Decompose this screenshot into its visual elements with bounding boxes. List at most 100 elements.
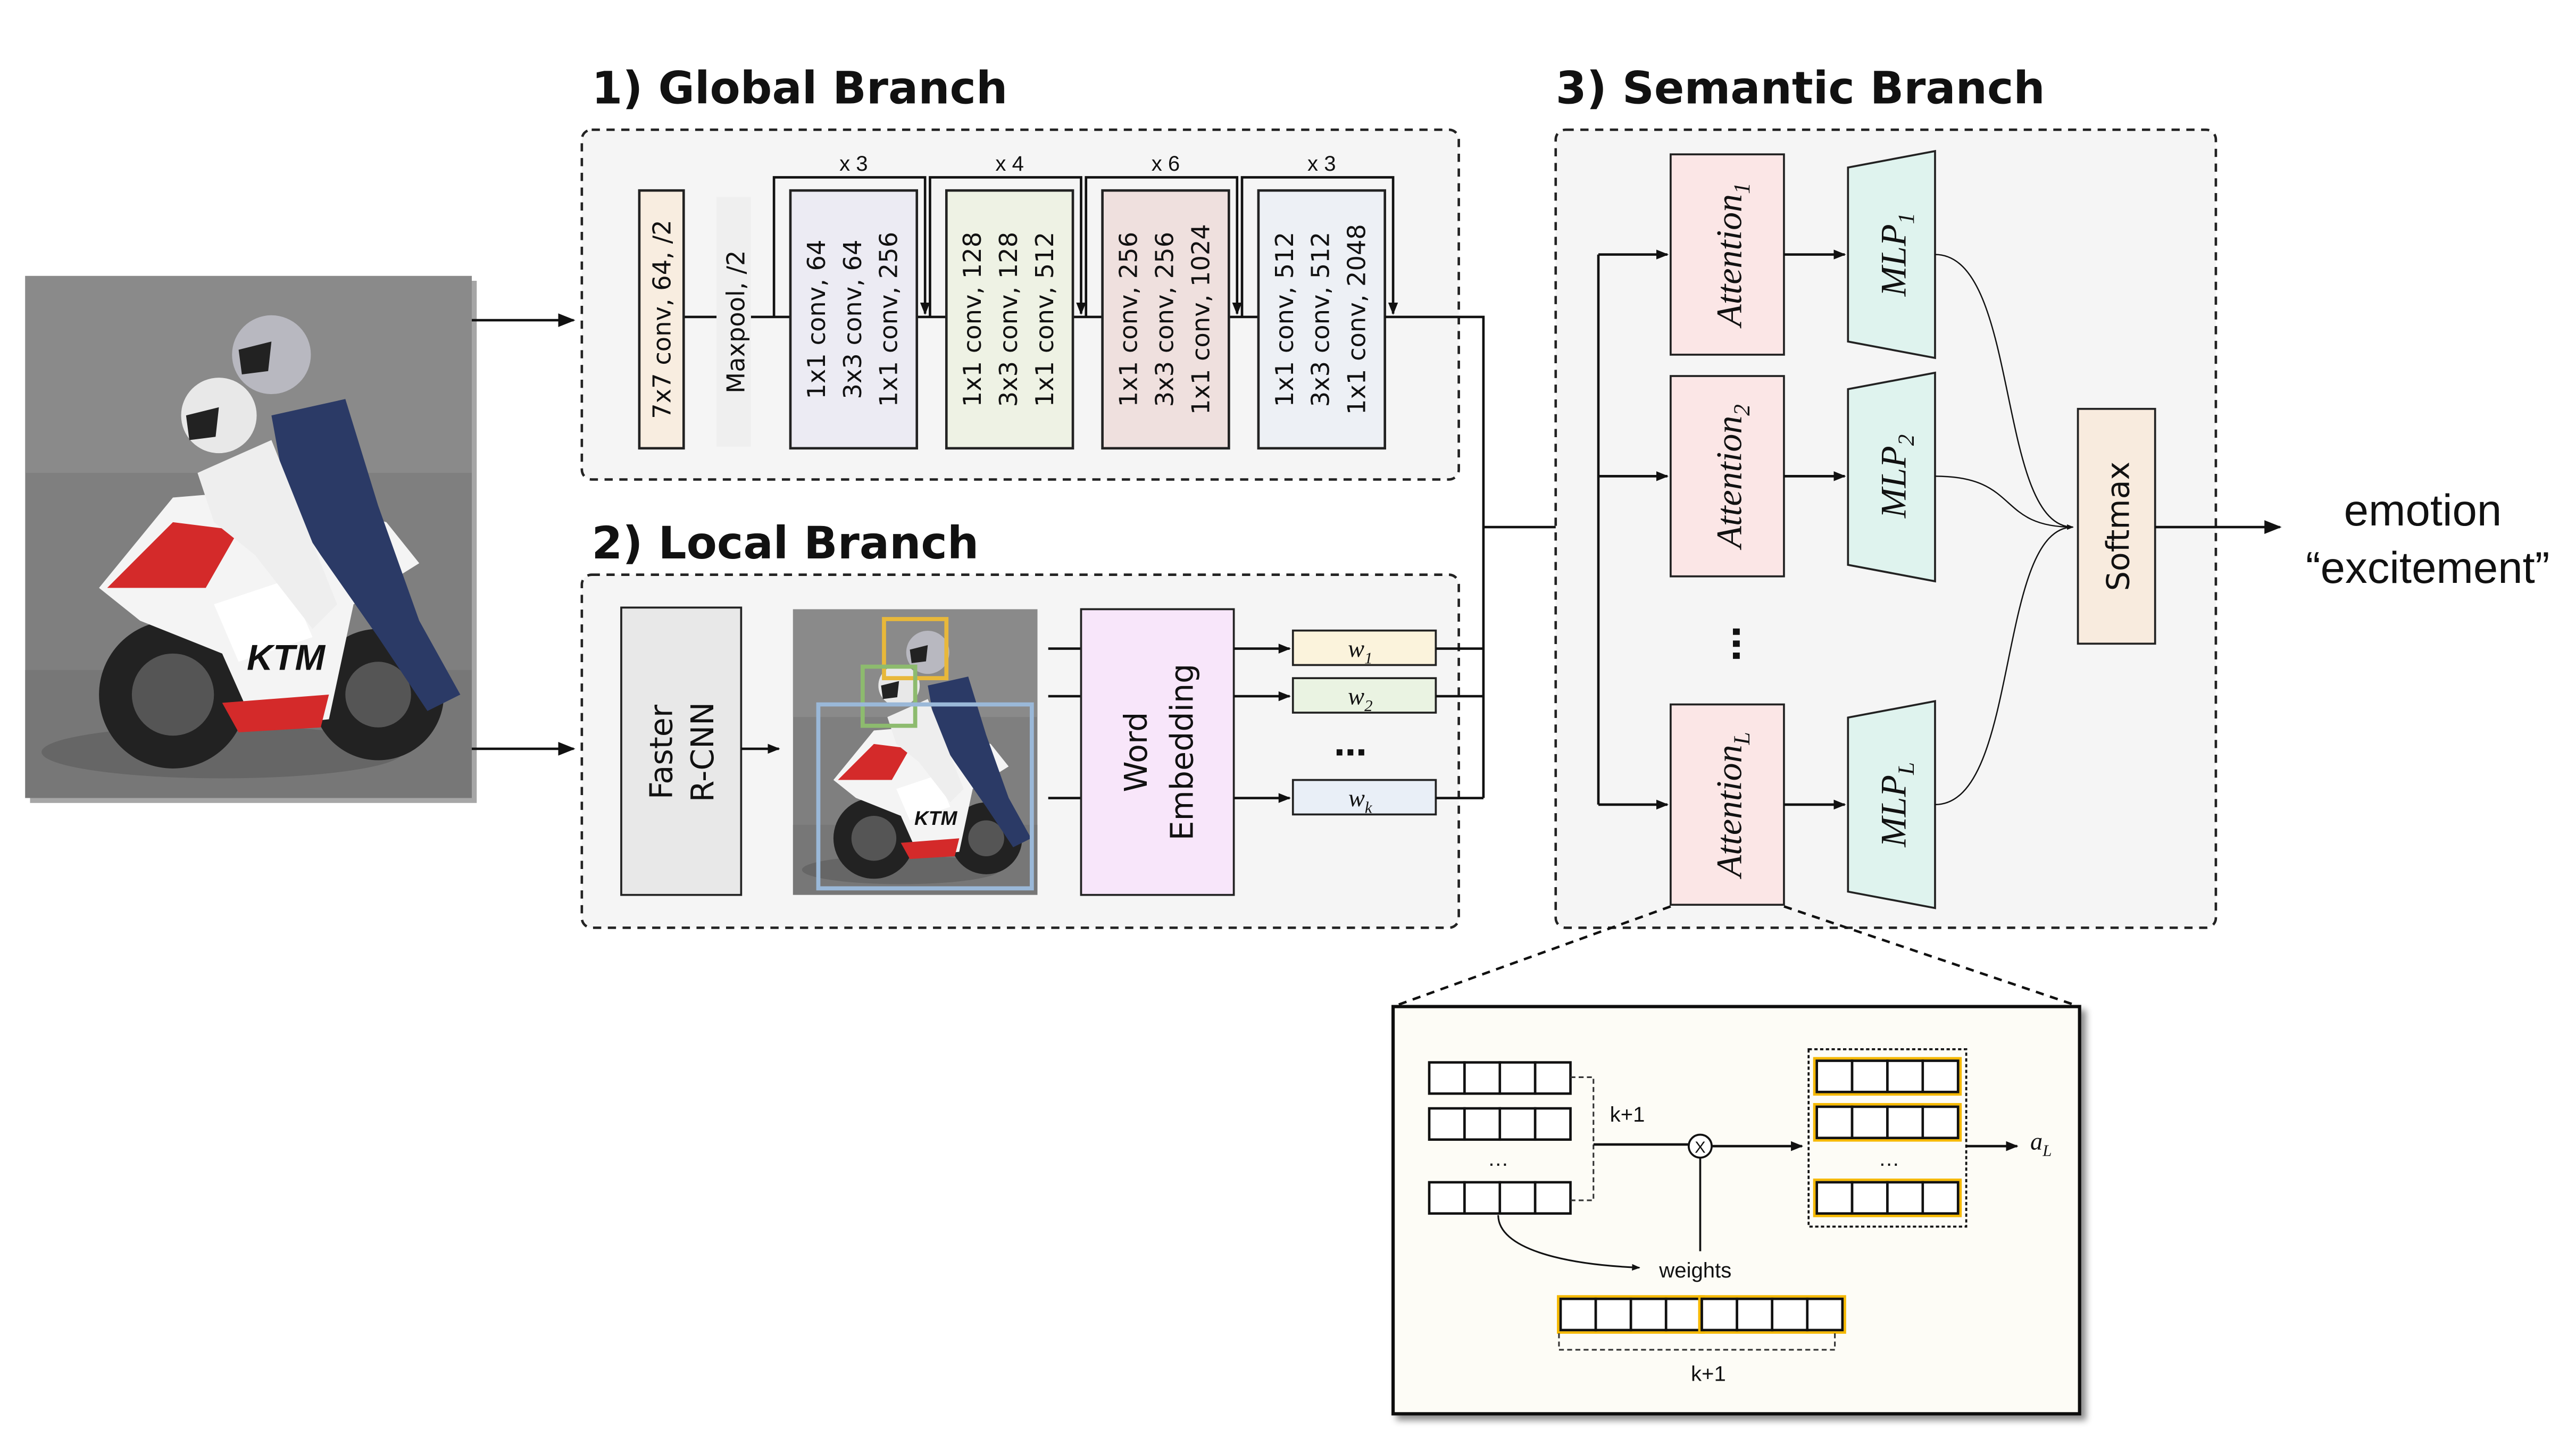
output-ellipsis: …: [1878, 1147, 1899, 1171]
stage-layer-label: 1x1 conv, 64: [802, 240, 831, 399]
k1-top-label: k+1: [1610, 1102, 1645, 1126]
region-box-green: [860, 664, 918, 728]
stage-layer-label: 3x3 conv, 128: [994, 232, 1023, 407]
vector-cell: [1498, 1061, 1537, 1095]
stage-repeat-label: x 4: [995, 152, 1024, 176]
skip-connection: [772, 176, 930, 317]
output-a-label: aL: [2030, 1128, 2052, 1159]
vector-cell: [1664, 1297, 1703, 1332]
stage-repeat-label: x 3: [839, 152, 868, 176]
vector-cell: [1498, 1107, 1537, 1141]
stage-layer-label: 1x1 conv, 256: [874, 232, 903, 407]
stage-1-block: [789, 189, 919, 450]
vector-cell: [1850, 1059, 1889, 1093]
attention-detail-panel: k+1 X aL weights k+1 … …: [1391, 1005, 2081, 1416]
word-vector-1: [1291, 629, 1437, 666]
word-vector-3: [1291, 779, 1437, 816]
stage-layer-label: 3x3 conv, 256: [1150, 232, 1179, 407]
zoom-connector-left: [1393, 905, 1671, 1008]
word-embedding-label-2: Embedding: [1164, 664, 1200, 841]
vector-cell: [1806, 1297, 1844, 1332]
faster-rcnn-label-2: R-CNN: [685, 702, 721, 802]
stage-layer-label: 1x1 conv, 256: [1114, 232, 1143, 407]
softmax-label: Softmax: [2100, 462, 2136, 591]
vector-cell: [1771, 1297, 1809, 1332]
stage-layer-label: 1x1 conv, 512: [1270, 232, 1299, 407]
mlp-label: MLPL: [1873, 762, 1919, 848]
vector-cell: [1815, 1181, 1854, 1215]
vector-cell: [1886, 1059, 1924, 1093]
mlp-2-block: [1847, 371, 1936, 583]
stage-layer-label: 1x1 conv, 1024: [1186, 224, 1215, 415]
vector-cell: [1428, 1107, 1466, 1141]
vector-cell: [1850, 1105, 1889, 1139]
vector-cell: [1463, 1061, 1502, 1095]
mlp-to-softmax-curve: [1935, 475, 2074, 530]
stage-layer-label: 3x3 conv, 64: [838, 240, 867, 399]
vector-cell: [1921, 1059, 1960, 1093]
vector-cell: [1594, 1297, 1632, 1332]
vector-cell: [1463, 1107, 1502, 1141]
vector-cell: [1498, 1181, 1537, 1215]
mlp-3-block: [1847, 700, 1936, 909]
stage-4-block: [1257, 189, 1386, 450]
multiply-symbol: X: [1695, 1138, 1706, 1156]
mlp-label: MLP2: [1873, 435, 1919, 519]
mlp-to-softmax-curve: [1935, 254, 2074, 530]
vector-cell: [1463, 1181, 1502, 1215]
vector-cell: [1736, 1297, 1774, 1332]
stage-repeat-label: x 6: [1152, 152, 1180, 176]
vector-cell: [1559, 1297, 1597, 1332]
skip-connection: [1085, 176, 1243, 317]
mlp-to-softmax-curve: [1935, 524, 2074, 806]
vector-cell: [1921, 1181, 1960, 1215]
vector-cell: [1533, 1107, 1572, 1141]
attention-3-block: [1670, 703, 1785, 906]
weights-curve-arrow: [1497, 1215, 1640, 1271]
vector-cell: [1629, 1297, 1668, 1332]
detected-regions-image: [793, 609, 1038, 895]
word-vector-label: wk: [1348, 785, 1373, 816]
vector-cell: [1700, 1297, 1738, 1332]
vector-cell: [1533, 1061, 1572, 1095]
attention-1-block: [1670, 153, 1785, 356]
mlp-1-block: [1847, 149, 1936, 360]
output-emotion-value: “excitement”: [2306, 543, 2550, 592]
global-branch-title: 1) Global Branch: [591, 63, 1007, 114]
word-vector-label: w1: [1348, 636, 1372, 667]
vector-cell: [1921, 1105, 1960, 1139]
zoom-connector-right: [1783, 905, 2080, 1008]
skip-connection: [1240, 176, 1398, 317]
attention-2-block: [1670, 375, 1785, 578]
stage-3-block: [1101, 189, 1230, 450]
skip-connection: [929, 176, 1086, 317]
input-bracket: [1570, 1076, 1595, 1201]
output-emotion-label: emotion: [2344, 486, 2502, 535]
weights-label: weights: [1658, 1258, 1731, 1282]
conv7-block: [638, 189, 685, 450]
region-box-blue: [816, 702, 1034, 891]
k1-bottom-label: k+1: [1691, 1362, 1726, 1386]
faster-rcnn-block: [620, 606, 743, 896]
local-branch-title: 2) Local Branch: [591, 517, 979, 569]
input-ellipsis: …: [1488, 1147, 1509, 1171]
mlp-label: MLP1: [1873, 213, 1919, 297]
vector-cell: [1428, 1061, 1466, 1095]
maxpool-label: Maxpool, /2: [722, 250, 751, 394]
attention-ellipsis: …: [1724, 625, 1766, 662]
word-embedding-label-1: Word: [1118, 712, 1154, 792]
weighted-features-box: [1807, 1048, 1968, 1228]
stage-2-block: [945, 189, 1074, 450]
stage-layer-label: 3x3 conv, 512: [1306, 232, 1335, 407]
word-vector-label: w2: [1348, 683, 1372, 715]
faster-rcnn-label-1: Faster: [644, 704, 680, 799]
vector-cell: [1815, 1105, 1854, 1139]
stage-layer-label: 1x1 conv, 512: [1030, 232, 1059, 407]
attention-label: AttentionL: [1709, 732, 1755, 879]
vector-cell: [1886, 1181, 1924, 1215]
global-output-line: [1385, 315, 1485, 798]
weights-bracket: [1558, 1333, 1836, 1351]
maxpool-block: [716, 197, 751, 447]
vector-cell: [1428, 1181, 1466, 1215]
